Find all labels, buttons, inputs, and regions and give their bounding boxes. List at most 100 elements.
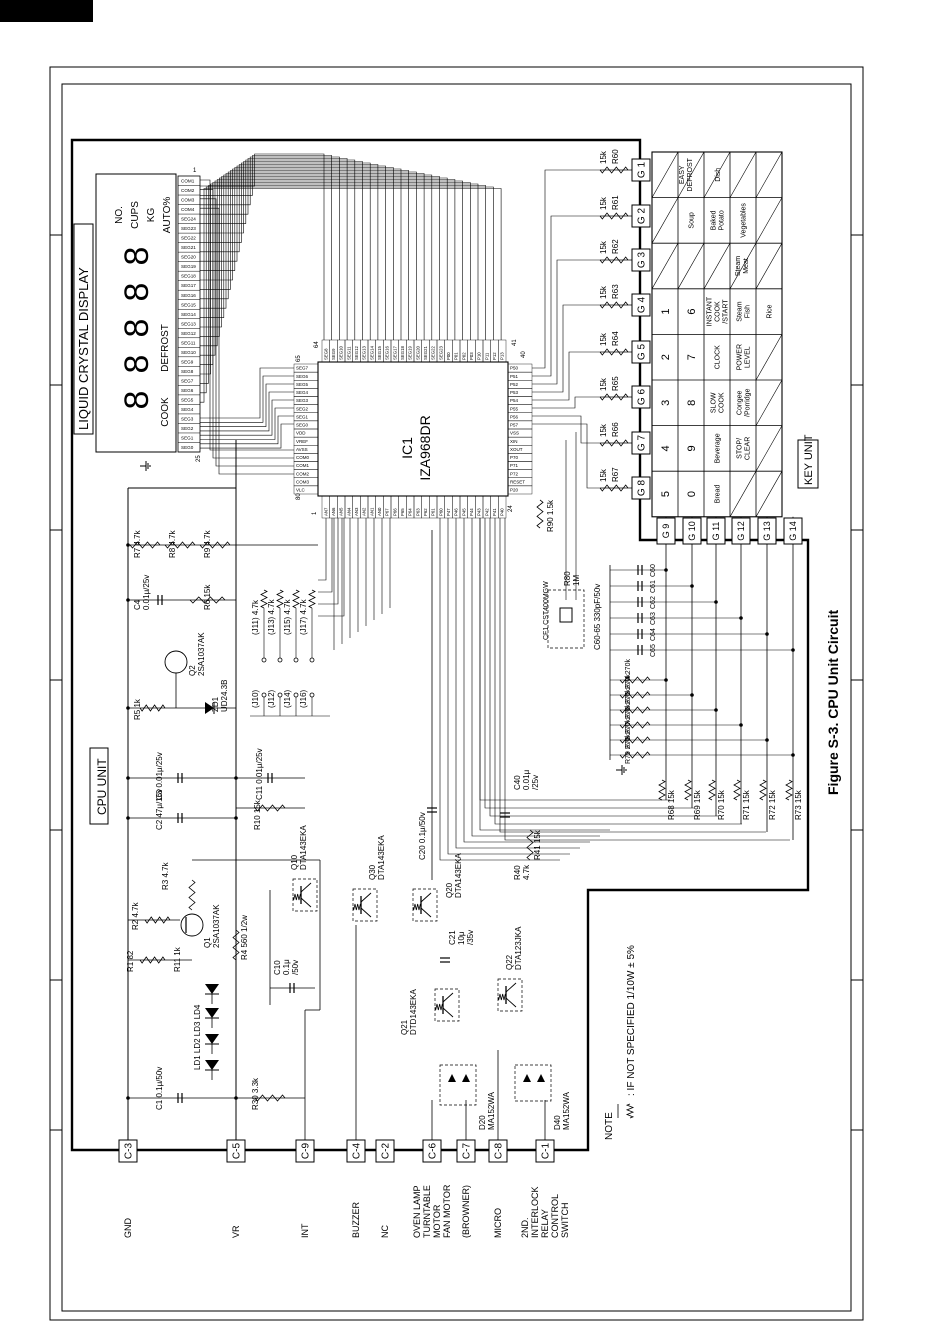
c20-label-line: C20 0.1μ/50v <box>418 812 427 860</box>
connector-name-line: GND <box>123 1218 133 1239</box>
lcd-digit: 8 <box>118 319 156 338</box>
key-label-line: 8 <box>686 400 698 406</box>
ic1-right-pin-label: P55 <box>510 406 519 411</box>
ic1-top-pin-label: P10 <box>477 352 482 360</box>
segment-wire <box>200 153 325 340</box>
pullup-label-line: R76 270k <box>625 689 632 719</box>
led-diode <box>205 1034 219 1044</box>
connector-name-line: RELAY <box>540 1209 550 1238</box>
segment-wire <box>200 407 294 440</box>
d40-diode <box>523 1074 531 1082</box>
lcd-pin-label: SEG6 <box>181 388 194 393</box>
ic1-top-pin-label: SEG17 <box>392 346 397 360</box>
zd1-label-line: UD24.3B <box>220 680 229 712</box>
ic1-pin-number: 41 <box>512 339 518 346</box>
ic1-right-pin-label: P56 <box>510 414 519 419</box>
connector-name-line: MOTOR <box>432 1204 442 1238</box>
ic1-bottom-pin-label: AN1 <box>369 507 374 516</box>
lcd-pin-start: 1 <box>193 168 197 174</box>
note-title: NOTE <box>604 1112 615 1140</box>
c2-label-line: C2 47μ/16v <box>155 789 164 830</box>
return-label: G 13 <box>762 521 772 541</box>
c1-label-line: C1 0.1μ/50v <box>155 1067 164 1110</box>
connector-name: GND <box>123 1218 133 1239</box>
d40-label-line: MA152WA <box>562 1091 571 1130</box>
ic1-pin-number: 80 <box>296 493 302 500</box>
key-label: Soup <box>688 212 695 228</box>
key-blank-diagonal <box>729 471 757 517</box>
jumper-wire <box>318 518 333 593</box>
connector-name-line: BUZZER <box>351 1201 361 1238</box>
lcd-digit: 8 <box>118 355 156 374</box>
grid-label-line: G 1 <box>637 162 648 179</box>
grid-resistor-value-line: 15k <box>599 240 608 254</box>
key-label-line: CLOCK <box>714 345 721 369</box>
connector-name: (BROWNER) <box>461 1185 471 1238</box>
grid-label: G 7 <box>637 435 648 452</box>
segment-wire <box>200 156 340 340</box>
segment-wire <box>200 415 294 445</box>
ic1-bottom-pin-label-line: AN0 <box>377 507 382 516</box>
segment-wire <box>200 164 379 340</box>
connector-C-4-line: C-4 <box>352 1143 363 1160</box>
j13-label: (J13) 4.7k <box>267 598 276 635</box>
ic1-top-pin-label: SEG22 <box>431 346 436 360</box>
ic1-left-pin-label: COM2 <box>296 471 309 476</box>
key-blank-diagonal <box>755 243 783 289</box>
connector-C-9: C-9 <box>301 1143 312 1160</box>
j17-label: (J17) 4.7k <box>299 598 308 635</box>
grid-resistor-value-line: 15k <box>599 423 608 437</box>
cap-label: C62 <box>650 596 657 609</box>
key-label-line: Vegetables <box>740 203 747 238</box>
ic1-top-pin-label-line: P11 <box>484 352 489 360</box>
lcd-no-line: NO. <box>114 206 125 224</box>
ic1-bottom-pin-label: P65 <box>400 508 405 516</box>
ic1-right-pin-label: P50 <box>510 366 519 371</box>
resistor <box>189 596 226 604</box>
segment-wire <box>200 158 348 340</box>
connector-C-1: C-1 <box>541 1143 552 1160</box>
ic1-right-pin-label: P70 <box>510 455 519 460</box>
r5-label-line: R5 1k <box>133 698 142 720</box>
junction-dot <box>791 648 795 652</box>
junction-dot <box>234 1096 238 1100</box>
led-labels: LD1 LD2 LD3 LD4 <box>193 1004 202 1070</box>
ic1-pin-number-line: 64 <box>314 341 320 348</box>
c40-label-line: /25v <box>531 775 540 790</box>
r9-label-line: R9 4.7k <box>203 529 212 558</box>
resistor <box>276 589 284 609</box>
segment-wire <box>200 170 410 340</box>
cap-label-line: C61 <box>650 580 657 593</box>
grid-resistor-ref-line: R62 <box>611 239 620 254</box>
q10-outline <box>292 878 318 912</box>
grid-resistor-ref-line: R67 <box>611 467 620 482</box>
ic1-right-pin-label: P54 <box>510 398 519 403</box>
key-label-line: Beverage <box>714 433 721 463</box>
connector-name-line: OVEN LAMP <box>412 1185 422 1238</box>
q20-collector <box>420 892 432 903</box>
c1-label: C1 0.1μ/50v <box>155 1067 164 1110</box>
key-steam-meat-line: Meat <box>743 258 750 274</box>
q20-label-line: DTA143EKA <box>454 853 463 898</box>
q2-label-line: Q2 <box>188 665 197 676</box>
lcd-auto: AUTO% <box>162 197 173 234</box>
c20-label: C20 0.1μ/50v <box>418 812 427 860</box>
jumper-pad <box>261 657 267 663</box>
wiring <box>200 153 790 861</box>
note-title-line: NOTE <box>604 1112 615 1140</box>
c40-label-line: C40 <box>513 775 522 790</box>
connector-C-6-line: C-6 <box>428 1143 439 1160</box>
j12-label: (J12) <box>267 689 276 708</box>
connector-C-6-box <box>422 1139 442 1163</box>
ic1-bottom-pin-label: P66 <box>392 508 397 516</box>
ic1-top-pin-label: P00 <box>446 352 451 360</box>
key-label-line: LEVEL <box>744 346 751 368</box>
r30-label-line: R30 3.3k <box>251 1077 260 1110</box>
ic1-top-pin-label: P12 <box>492 352 497 360</box>
